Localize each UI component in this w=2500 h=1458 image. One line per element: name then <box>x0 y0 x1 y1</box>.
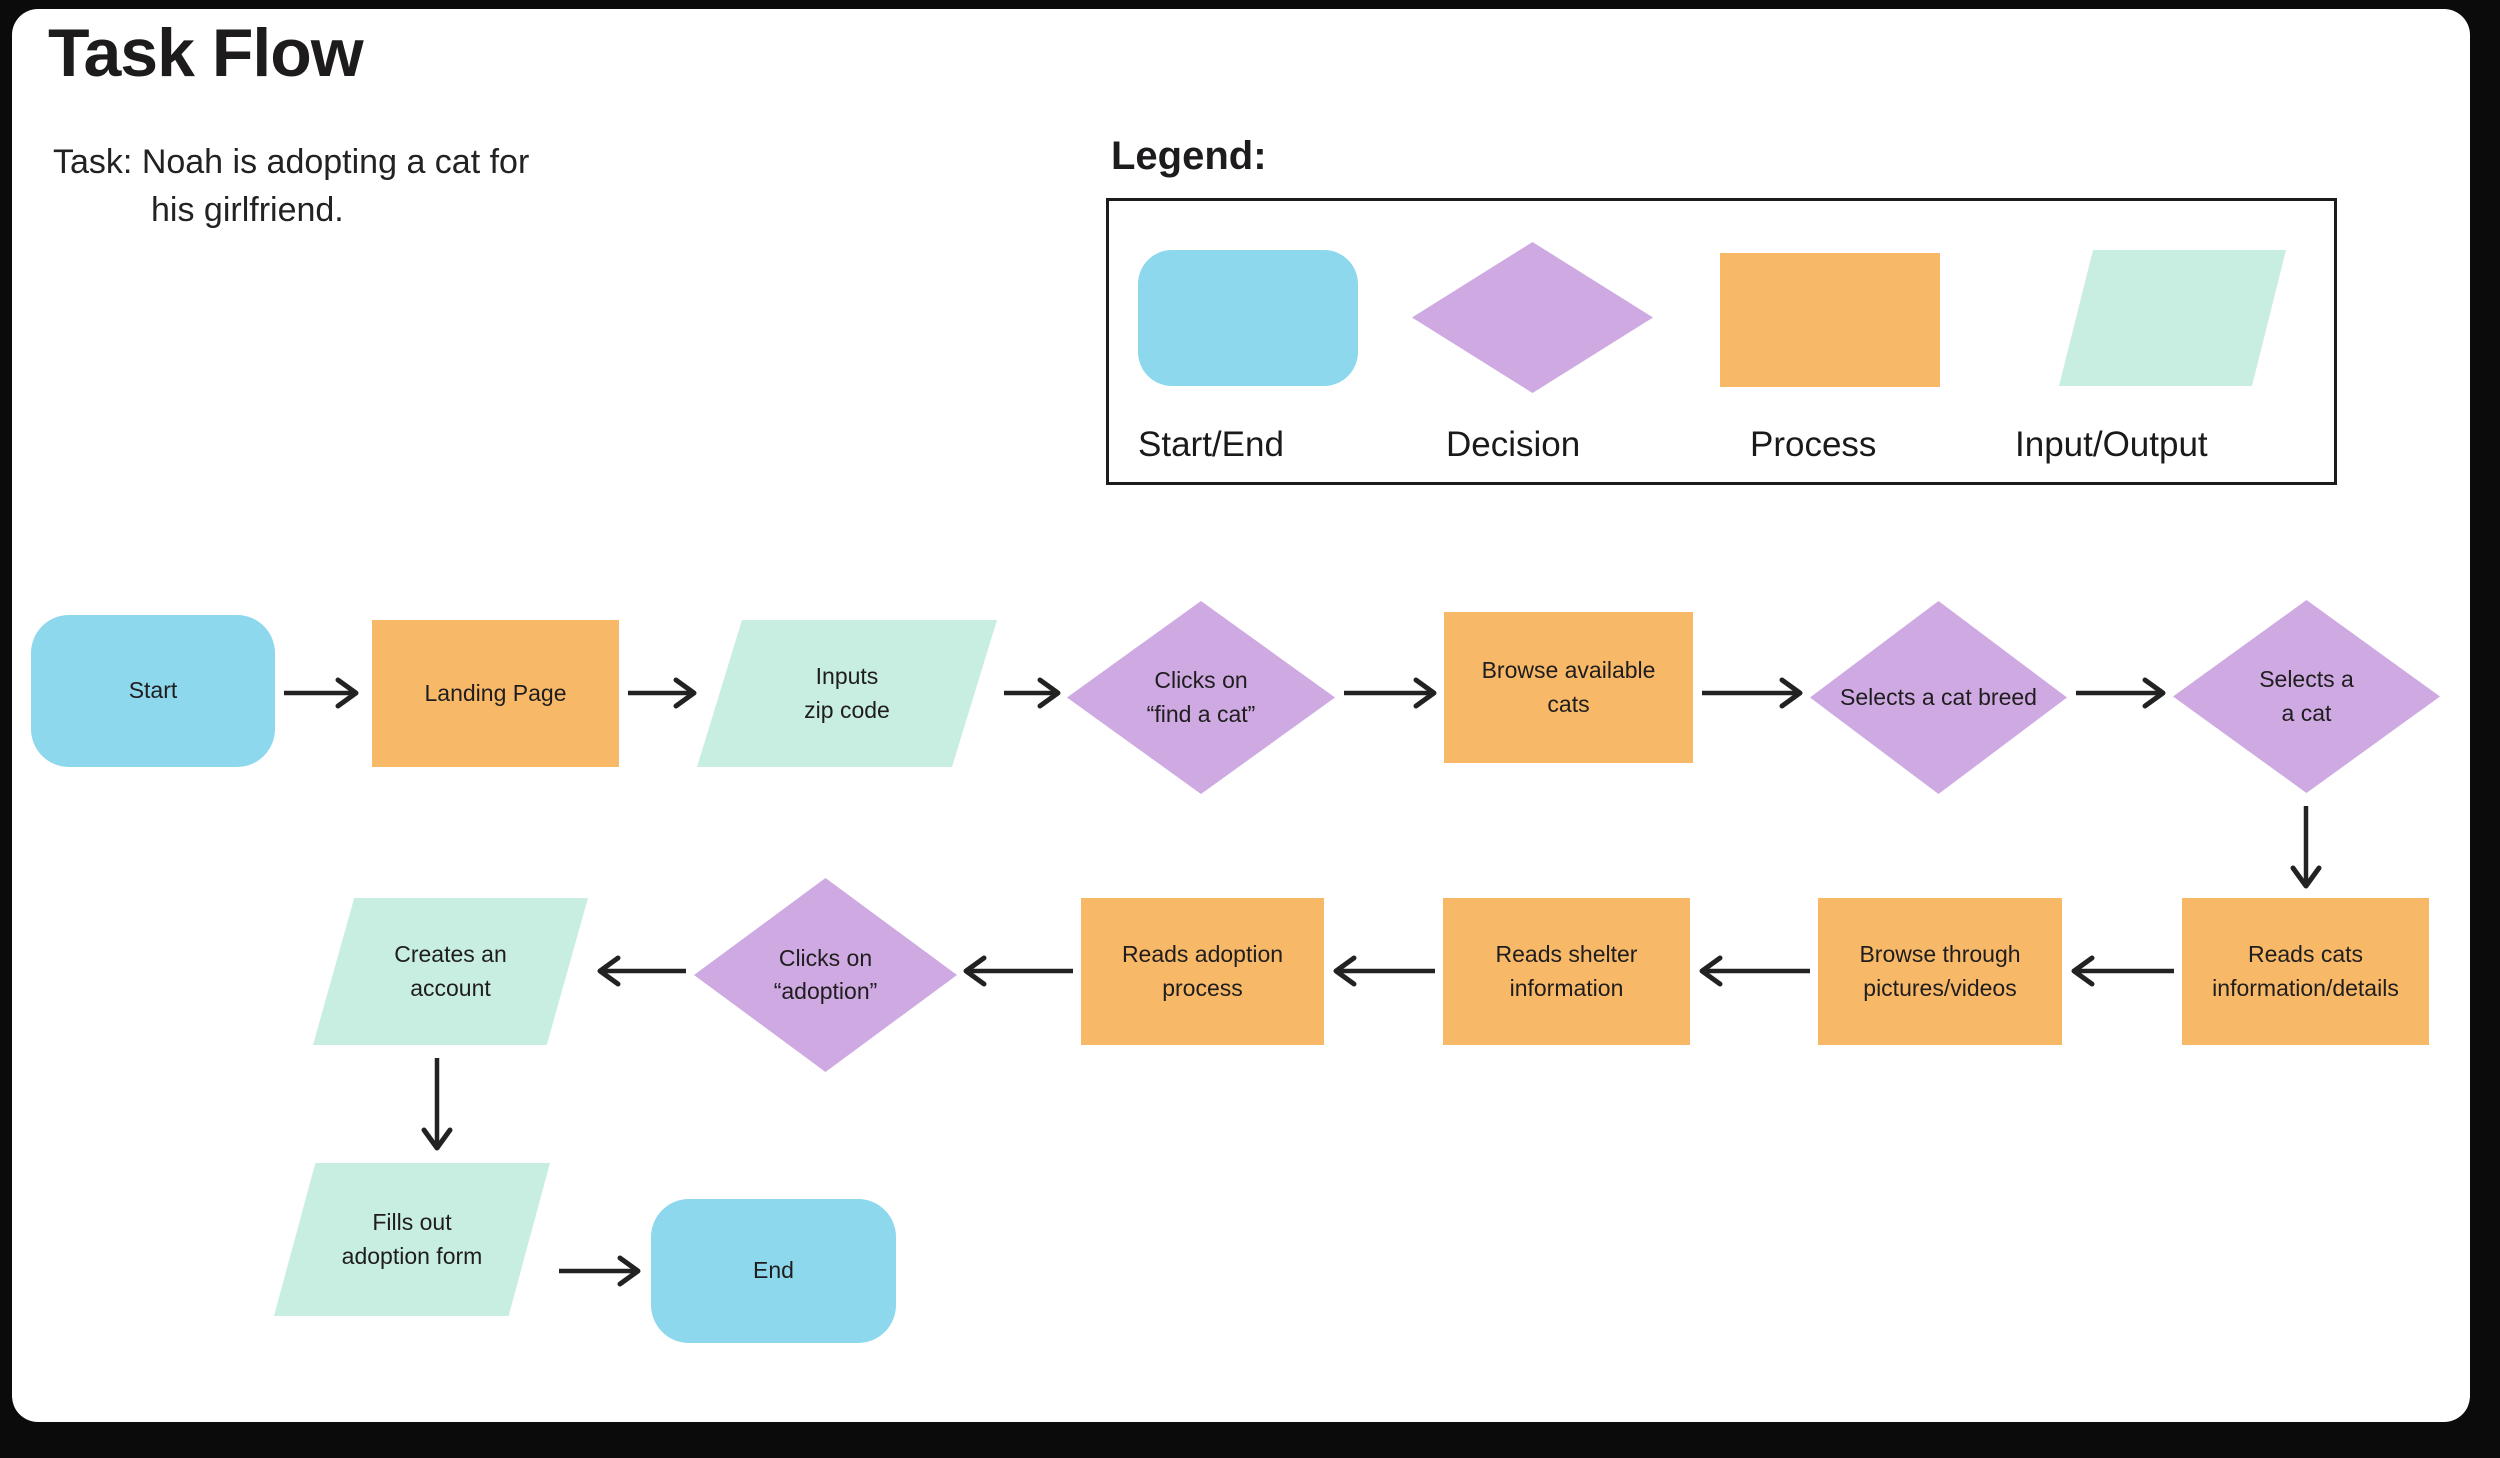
node-label: Browse through pictures/videos <box>1859 941 2021 1001</box>
node-label: Start <box>128 677 178 704</box>
task-label: Task: <box>53 143 133 181</box>
node-start: Start <box>31 615 275 767</box>
legend-box: Start/End Decision Process Input/Output <box>1106 198 2337 485</box>
node-creates-an-account: Creates an account <box>313 898 588 1045</box>
node-landing-page: Landing Page <box>372 620 619 767</box>
legend-label-process: Process <box>1750 425 1877 464</box>
node-label: Clicks on “adoption” <box>773 944 878 1004</box>
node-label: End <box>753 1257 794 1284</box>
node-label: Selects a a cat <box>2259 666 2354 726</box>
legend-label-input-output: Input/Output <box>2015 425 2208 464</box>
page-title: Task Flow <box>48 15 364 91</box>
task-line1: Noah is adopting a cat for <box>141 143 530 181</box>
node-label: Selects a cat breed <box>1840 683 2037 710</box>
node-label: Creates an account <box>394 941 507 1001</box>
node-label: Reads cats information/details <box>2212 941 2399 1001</box>
legend-shape-input-output <box>2059 250 2286 386</box>
legend-shape-process <box>1720 253 1940 387</box>
node-label: Inputs zip code <box>804 663 890 723</box>
node-reads-adoption-process: Reads adoption process <box>1081 898 1324 1045</box>
node-label: Browse available cats <box>1481 657 1656 717</box>
legend-title: Legend: <box>1111 134 1267 178</box>
node-inputs-zip-code: Inputs zip code <box>697 620 997 767</box>
node-label: Reads shelter information <box>1495 941 1638 1001</box>
node-browse-available-cats: Browse available cats <box>1444 612 1693 763</box>
node-end: End <box>651 1199 896 1343</box>
node-label: Landing Page <box>424 679 567 706</box>
node-reads-cats-information: Reads cats information/details <box>2182 898 2429 1045</box>
legend-label-start-end: Start/End <box>1138 425 1284 464</box>
node-reads-shelter-information: Reads shelter information <box>1443 898 1690 1045</box>
task-description: Task: Noah is adopting a cat for his girl… <box>53 138 791 235</box>
node-browse-pictures-videos: Browse through pictures/videos <box>1818 898 2062 1045</box>
node-label: Fills out adoption form <box>341 1209 483 1269</box>
node-label: Reads adoption process <box>1121 941 1284 1001</box>
legend-shape-decision <box>1412 242 1653 393</box>
node-fills-out-adoption-form: Fills out adoption form <box>274 1163 550 1316</box>
node-label: Clicks on “find a cat” <box>1146 667 1256 727</box>
legend-shape-start-end <box>1138 250 1358 386</box>
task-line2: his girlfriend. <box>151 191 344 230</box>
legend-label-decision: Decision <box>1446 425 1581 464</box>
